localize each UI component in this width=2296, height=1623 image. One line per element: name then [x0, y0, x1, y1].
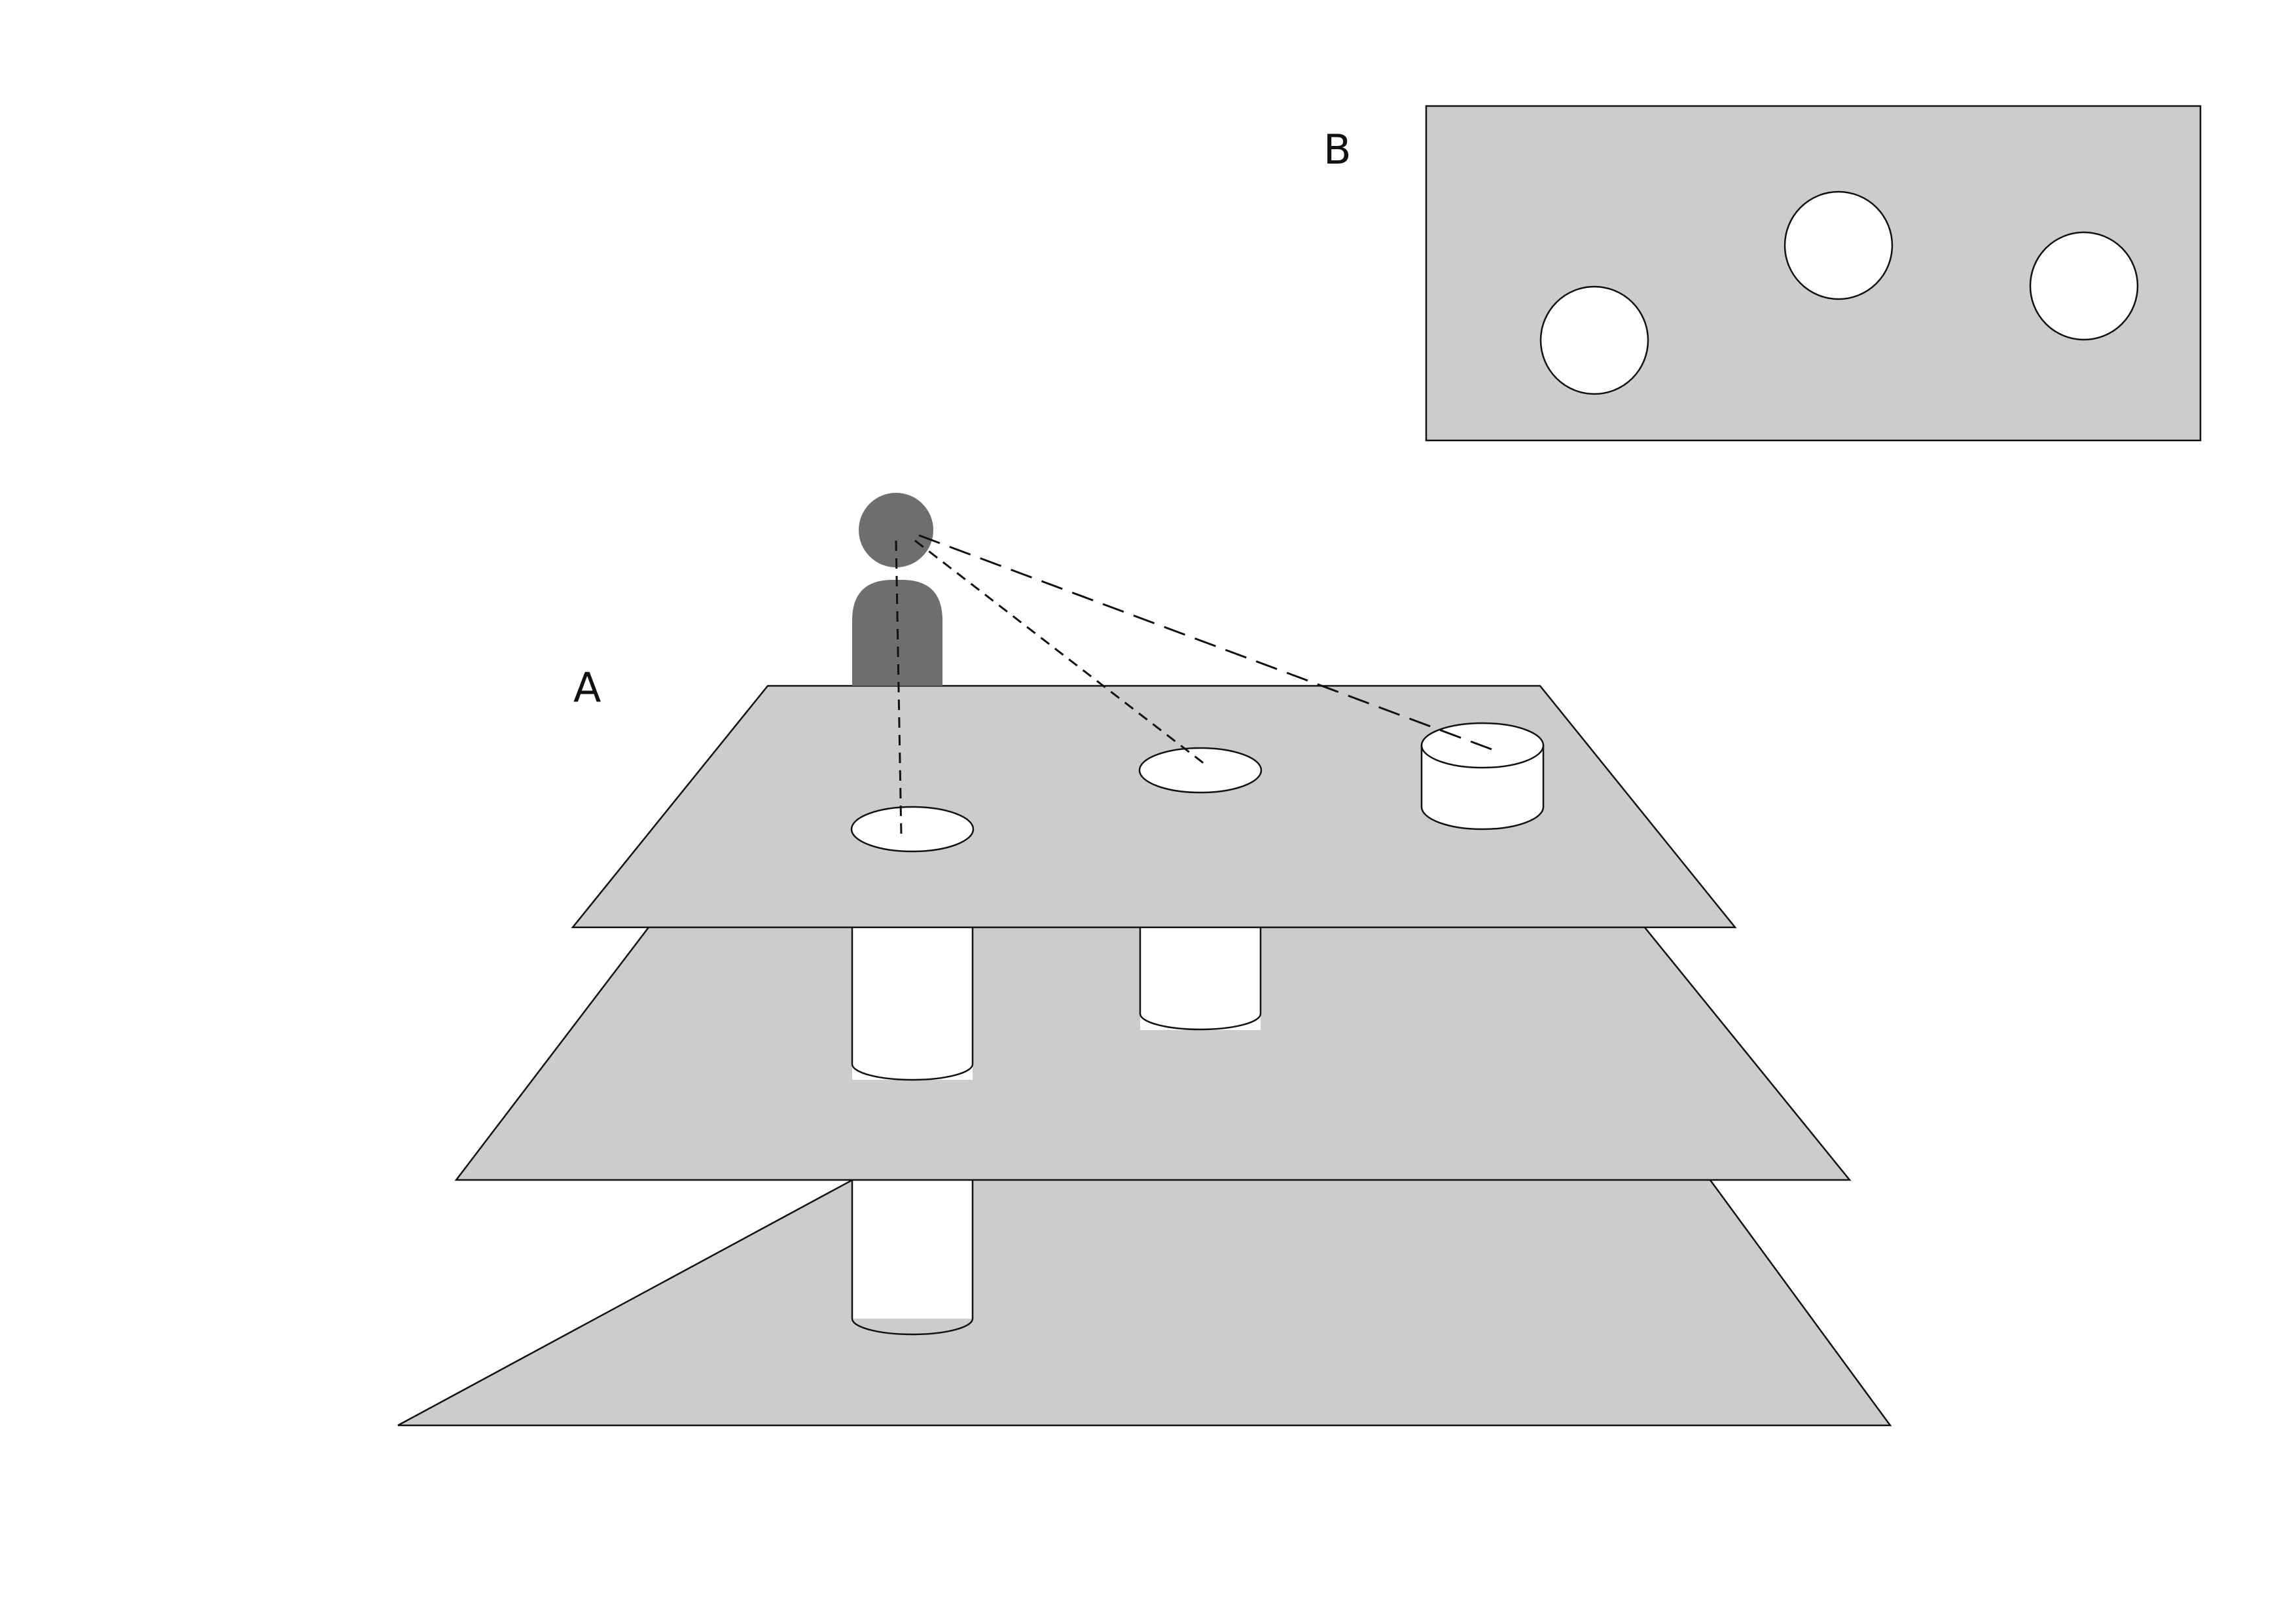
hole-left: [850, 806, 975, 853]
panel-a-label: A: [573, 664, 601, 711]
shaft-middle-center: [1139, 924, 1262, 1031]
hole-center: [1138, 747, 1263, 794]
sight-line-right: [918, 534, 1499, 753]
plane-top: [571, 685, 1737, 929]
shaft-middle-left: [851, 924, 974, 1081]
panel-b: B: [1323, 105, 2202, 442]
raised-cylinder-right: [1420, 722, 1545, 830]
panel-b-hole-right: [2029, 231, 2139, 341]
panel-b-label: B: [1323, 126, 1352, 173]
shaft-bottom-left: [851, 1178, 974, 1336]
sight-line-left: [895, 540, 903, 836]
panel-a: A: [397, 493, 1892, 1427]
sight-lines: [895, 534, 1499, 836]
panel-b-hole-left: [1539, 285, 1649, 395]
observer-head: [859, 493, 933, 567]
sight-line-center: [914, 539, 1205, 765]
panel-b-hole-center: [1784, 190, 1893, 300]
plane-bottom: [397, 1164, 1892, 1427]
